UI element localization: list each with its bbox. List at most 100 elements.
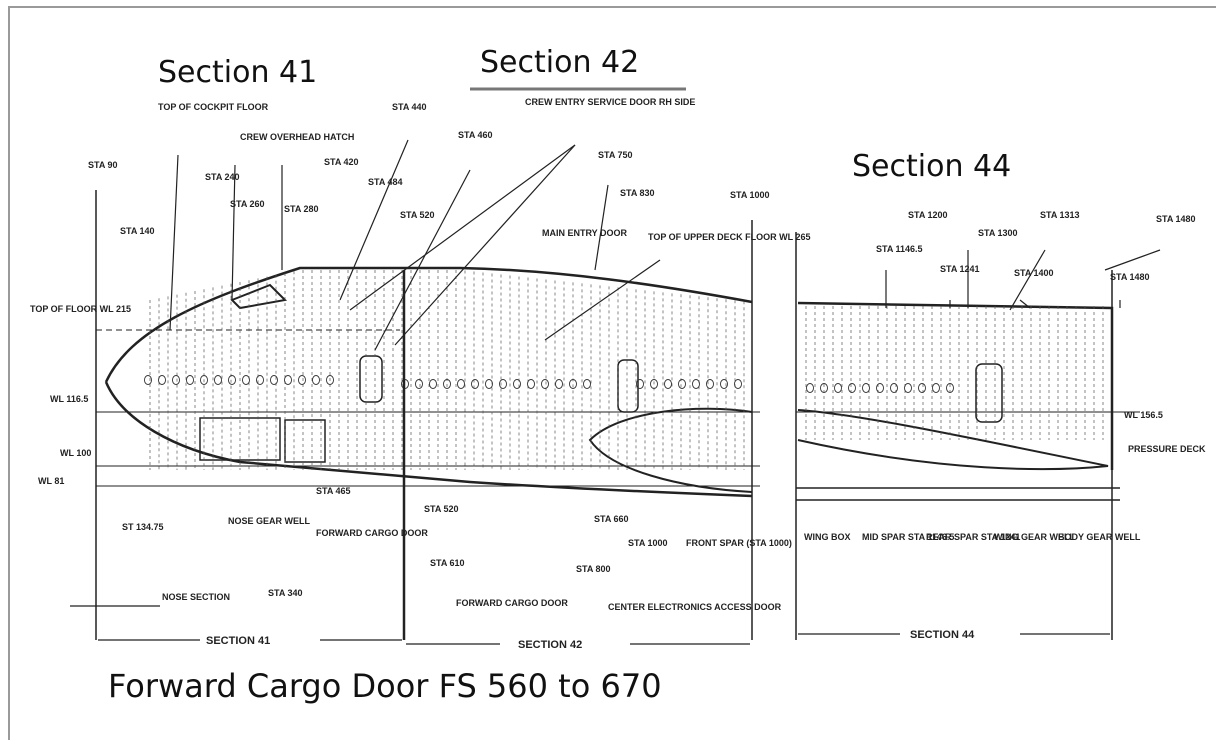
- label-sta-420: STA 420: [324, 157, 359, 167]
- window: [834, 383, 842, 393]
- upper-door-outline: [617, 359, 639, 413]
- label-sta-1480: STA 1480: [1110, 272, 1150, 282]
- label-sta-520: STA 520: [400, 210, 435, 220]
- label-sta-280: STA 280: [284, 204, 319, 214]
- diagram-caption: Forward Cargo Door FS 560 to 670: [108, 667, 662, 705]
- window: [214, 375, 222, 385]
- label-top-of-floor: TOP OF FLOOR WL 215: [30, 304, 131, 314]
- label-sta-1000-bottom: STA 1000: [628, 538, 668, 548]
- window: [186, 375, 194, 385]
- window: [172, 375, 180, 385]
- label-sta-90: STA 90: [88, 160, 118, 170]
- label-body-gear-well: BODY GEAR WELL: [1058, 532, 1141, 542]
- window: [158, 375, 166, 385]
- label-wl-81: WL 81: [38, 476, 64, 486]
- window: [720, 379, 728, 389]
- window: [932, 383, 940, 393]
- forward-cargo-door-outline: [284, 419, 326, 463]
- wing-root-fairing: [588, 407, 753, 493]
- forward-frame-stations: [149, 270, 745, 470]
- label-sta-1146: STA 1146.5: [876, 244, 923, 254]
- window: [890, 383, 898, 393]
- bottom-label-section-42: SECTION 42: [518, 639, 582, 651]
- window: [513, 379, 521, 389]
- label-forward-cargo-door: FORWARD CARGO DOOR: [316, 528, 428, 538]
- window: [650, 379, 658, 389]
- label-rear-spar: REAR SPAR STA 1241: [926, 532, 1020, 542]
- label-wl-100: WL 100: [60, 448, 91, 458]
- label-crew-overhead-hatch: CREW OVERHEAD HATCH: [240, 132, 354, 142]
- window: [443, 379, 451, 389]
- window: [706, 379, 714, 389]
- image-frame: [8, 6, 1216, 740]
- label-nose-gear-well: NOSE GEAR WELL: [228, 516, 311, 526]
- label-sta-800: STA 800: [576, 564, 611, 574]
- window: [242, 375, 250, 385]
- window: [862, 383, 870, 393]
- label-nose-section: NOSE SECTION: [162, 592, 230, 602]
- section-42-heading: Section 42: [480, 45, 639, 80]
- bottom-label-section-44: SECTION 44: [910, 629, 975, 641]
- window: [569, 379, 577, 389]
- label-sta-610: STA 610: [430, 558, 465, 568]
- label-sta-240: STA 240: [205, 172, 240, 182]
- label-main-entry-door: MAIN ENTRY DOOR: [542, 228, 628, 238]
- nose-gear-well-outline: [199, 417, 281, 461]
- window: [312, 375, 320, 385]
- window: [415, 379, 423, 389]
- window: [734, 379, 742, 389]
- window: [664, 379, 672, 389]
- label-sta-1400: STA 1400: [1014, 268, 1054, 278]
- label-sta-1200: STA 1200: [908, 210, 948, 220]
- label-wing-box: WING BOX: [804, 532, 851, 542]
- label-top-cockpit-floor: TOP OF COCKPIT FLOOR: [158, 102, 269, 112]
- window: [636, 379, 644, 389]
- passenger-windows: [144, 375, 954, 393]
- window: [270, 375, 278, 385]
- window: [485, 379, 493, 389]
- window: [228, 375, 236, 385]
- label-sta-520-bottom: STA 520: [424, 504, 459, 514]
- label-wing-gear-well: WING GEAR WELL: [994, 532, 1075, 542]
- label-sta-660: STA 660: [594, 514, 629, 524]
- label-wl-116: WL 116.5: [50, 394, 88, 404]
- bottom-label-section-41: SECTION 41: [206, 635, 270, 647]
- window: [678, 379, 686, 389]
- label-sta-1313: STA 1313: [1040, 210, 1080, 220]
- leader-lines: [169, 139, 1161, 351]
- label-sta-140: STA 140: [120, 226, 155, 236]
- window: [806, 383, 814, 393]
- aft-wing-fairing: [797, 409, 1109, 471]
- window: [918, 383, 926, 393]
- section-dimension-lines: [70, 605, 1110, 645]
- window: [848, 383, 856, 393]
- window: [326, 375, 334, 385]
- window: [499, 379, 507, 389]
- label-sta-750: STA 750: [598, 150, 633, 160]
- label-pressure-deck: PRESSURE DECK: [1128, 444, 1206, 454]
- label-st-134: ST 134.75: [122, 522, 164, 532]
- section-41-heading: Section 41: [158, 55, 317, 90]
- label-sta-1480-top: STA 1480: [1156, 214, 1196, 224]
- label-sta-465: STA 465: [316, 486, 351, 496]
- window: [555, 379, 563, 389]
- main-entry-door-outline: [359, 355, 383, 403]
- label-top-upper-deck: TOP OF UPPER DECK FLOOR WL 265: [648, 232, 811, 242]
- window: [457, 379, 465, 389]
- window: [946, 383, 954, 393]
- aft-frame-stations: [805, 306, 1104, 440]
- label-sta-440: STA 440: [392, 102, 427, 112]
- label-sta-484: STA 484: [368, 177, 403, 187]
- aft-fuselage-outline: [797, 301, 1114, 470]
- window: [471, 379, 479, 389]
- window: [429, 379, 437, 389]
- label-forward-cargo-door-2: FORWARD CARGO DOOR: [456, 598, 568, 608]
- window: [200, 375, 208, 385]
- window: [298, 375, 306, 385]
- window: [541, 379, 549, 389]
- label-crew-entry-door: CREW ENTRY SERVICE DOOR RH SIDE: [525, 97, 695, 107]
- label-center-access-door: CENTER ELECTRONICS ACCESS DOOR: [608, 602, 782, 612]
- window: [904, 383, 912, 393]
- label-sta-1241: STA 1241: [940, 264, 980, 274]
